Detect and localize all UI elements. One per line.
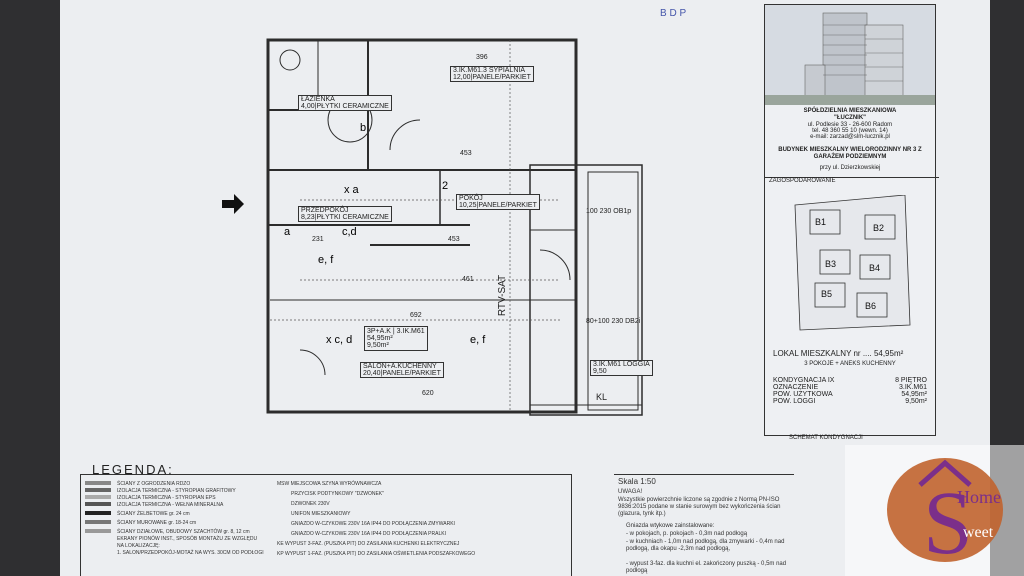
block-b5: B5 — [821, 289, 832, 299]
notes-box: Skala 1:50 UWAGA! Wszystkie powierzchnie… — [614, 474, 794, 576]
legend-item: GNIAZDO W-CZYKOWE 230V 16A IP44 DO PODŁĄ… — [291, 521, 455, 527]
block-b1: B1 — [815, 217, 826, 227]
note-p4: - w kuchniach - 1,0m nad podłogą, dla zm… — [626, 539, 785, 552]
dim-461: 461 — [462, 276, 474, 283]
letter-a: a — [284, 226, 291, 238]
building-title: BUDYNEK MIESZKALNY WIELORODZINNY NR 3 Z … — [778, 147, 922, 160]
site-plan: B1 B2 B3 B4 B5 B6 — [794, 195, 911, 331]
room-label-hall: PRZEDPOKÓJ 8,23|PŁYTKI CERAMICZNE — [298, 206, 392, 222]
home-sweet-home-logo: S Home weet — [845, 445, 1024, 576]
legend-item: EKRANY PIONÓW INST., SPOSÓB MONTAŻU ZE W… — [117, 536, 258, 542]
entry-arrow-icon — [222, 194, 244, 214]
coop-name: "ŁUCZNIK" — [833, 115, 867, 121]
coop-email: e-mail: zarzad@slm-lucznik.pl — [810, 134, 890, 140]
legend-item: 1. SALON/PRZEDPOKÓJ-MOTAŻ NA WYS. 30CM O… — [117, 550, 264, 556]
block-b6: B6 — [865, 301, 876, 311]
dim-453: 453 — [448, 236, 460, 243]
title-block: SPÓŁDZIELNIA MIESZKANIOWA "ŁUCZNIK" ul. … — [764, 4, 939, 441]
dim-620: 620 — [422, 390, 434, 397]
legend-item: ŚCIANY DZIAŁOWE, OBUDOWY SZACHTÓW gr. 8,… — [117, 529, 250, 535]
legend-item: KP WYPUST 1-FAZ. (PUSZKA PIT) DO ZASILAN… — [277, 551, 476, 557]
block-b2: B2 — [873, 223, 884, 233]
site-label: ZAGOSPODAROWANIE — [765, 177, 939, 185]
legend-swatches — [85, 481, 111, 533]
coop-label: SPÓŁDZIELNIA MIESZKANIOWA — [803, 108, 897, 114]
letter-b: b — [360, 122, 367, 134]
dim-453-top: 453 — [460, 150, 472, 157]
logo-letter: S — [923, 474, 973, 573]
dim-692: 692 — [410, 312, 422, 319]
note-p1: Wszystkie powierzchnie liczone są zgodni… — [618, 497, 781, 517]
note-p2: Gniazda wtykowe zainstalowane: — [626, 523, 715, 529]
letter-ef-2: e, f — [470, 334, 486, 346]
legend-item: MSW MIEJSCOWA SZYNA WYRÓWNAWCZA — [277, 481, 382, 487]
scale-label: Skala 1:50 — [618, 477, 656, 486]
unit-desc: 3 POKOJE + ANEKS KUCHENNY — [804, 361, 896, 367]
legend-item: NA LOKALIZACJĘ: — [117, 543, 160, 549]
legend-item: DZWONEK 230V — [291, 501, 330, 507]
letter-ef-1: e, f — [318, 254, 334, 266]
legend-item: PRZYCISK PODTYNKOWY "DZWONEK" — [291, 491, 384, 497]
dim-231: 231 — [312, 236, 324, 243]
schema-label: SCHEMAT KONDYGNACJI — [789, 435, 863, 441]
note-p5: - wypust 3-faz. dla kuchni el. zakończon… — [626, 561, 787, 574]
unit-heading: LOKAL MIESZKALNY nr .... 54,95m² — [773, 349, 904, 358]
room-label-loggia: 3.IK.M61 LOGGIA 9,50 — [590, 360, 653, 376]
coop-address: ul. Podlesie 33 - 26-600 Radom — [807, 122, 893, 128]
legend-item: ŚCIANY ŻELBETOWE gr. 24 cm — [117, 511, 190, 517]
legend-item: IZOLACJA TERMICZNA - WEŁNA MINERALNA — [117, 502, 224, 508]
logo-sweet: weet — [963, 524, 994, 541]
unit-tag: 3P+A.K | 3.IK.M61 54,95m² 9,50m² — [364, 326, 428, 351]
legend-item: ŚCIANY MUROWANE gr. 18-24 cm — [117, 520, 197, 526]
room-label-bathroom: ŁAZIENKA 4,00|PŁYTKI CERAMICZNE — [298, 95, 392, 111]
logo-graphic: S Home weet — [845, 445, 1024, 576]
block-b4: B4 — [869, 263, 880, 273]
kl-label: KL — [596, 392, 608, 402]
rtv-sat-label: RTV-SAT — [497, 274, 509, 317]
legend-item: GNIAZDO W-CZYKOWE 230V 16A IP44 DO PODŁĄ… — [291, 531, 446, 537]
street-label: przy ul. Dzierzkowskiej — [819, 165, 881, 171]
room-label-bedroom: 3.IK.M61.3 SYPIALNIA 12,00|PANELE/PARKIE… — [450, 66, 534, 82]
legend-item: ŚCIANY Z OGRODZENIA RDZO — [117, 481, 191, 487]
letter-cd: c,d — [342, 226, 357, 238]
block-b3: B3 — [825, 259, 836, 269]
building-rendering — [765, 5, 935, 105]
logo-home: Home — [957, 487, 1001, 507]
letter-xa: x a — [344, 184, 359, 196]
letter-xcd: x c, d — [326, 334, 353, 346]
room-label-room: POKÓJ 10,25|PANELE/PARKIET — [456, 194, 540, 210]
legend-box: ŚCIANY Z OGRODZENIA RDZO IZOLACJA TERMIC… — [80, 474, 572, 576]
coop-phone: tel. 48 360 55 10 (wewn. 14) — [812, 128, 888, 134]
legend-item: UNIFON MIESZKANIOWY — [291, 511, 351, 517]
handwritten-note: B D P — [660, 8, 687, 19]
legend-item: KE WYPUST 3-FAZ. (PUSZKA PIT) DO ZASILAN… — [277, 541, 460, 547]
digit-2: 2 — [442, 180, 449, 192]
legend-item: IZOLACJA TERMICZNA - STYROPIAN EPS — [117, 495, 216, 501]
room-label-living: SALON+A.KUCHENNY 20,40|PANELE/PARKIET — [360, 362, 444, 378]
window-tag-1: 100 230 OB1p — [586, 208, 632, 215]
legend-item: IZOLACJA TERMICZNA - STYROPIAN GRAFITOWY — [117, 488, 236, 494]
uwaga-label: UWAGA! — [618, 489, 643, 495]
note-p3: - w pokojach, p. pokojach - 0,3m nad pod… — [626, 531, 748, 537]
dim-396: 396 — [476, 54, 488, 61]
legend-title: LEGENDA: — [92, 462, 174, 477]
window-tag-2: 80+100 230 DB2i — [586, 318, 641, 325]
